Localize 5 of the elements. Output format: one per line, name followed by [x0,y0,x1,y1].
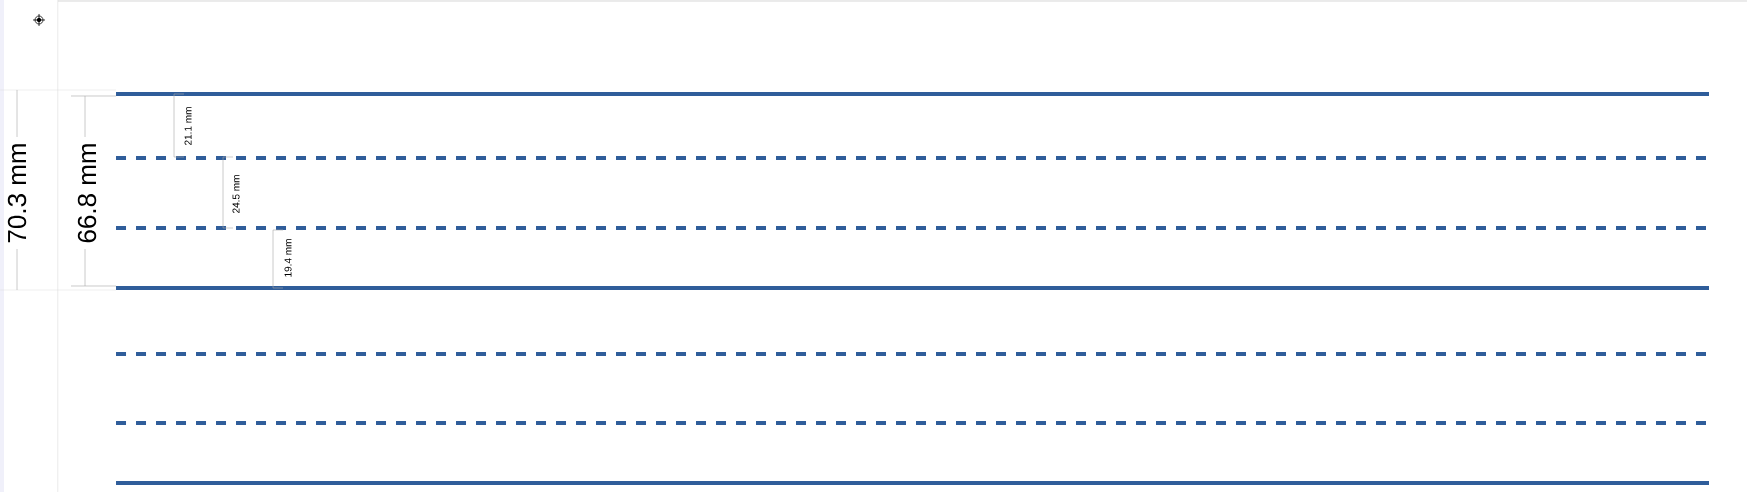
dimension-label: 24.5 mm [232,175,240,213]
dimension-label: 66.8 mm [77,144,97,243]
dimension-label: 21.1 mm [184,107,192,145]
dimension-label: 70.3 mm [7,144,27,243]
dimension-label: 19.4 mm [284,239,292,277]
